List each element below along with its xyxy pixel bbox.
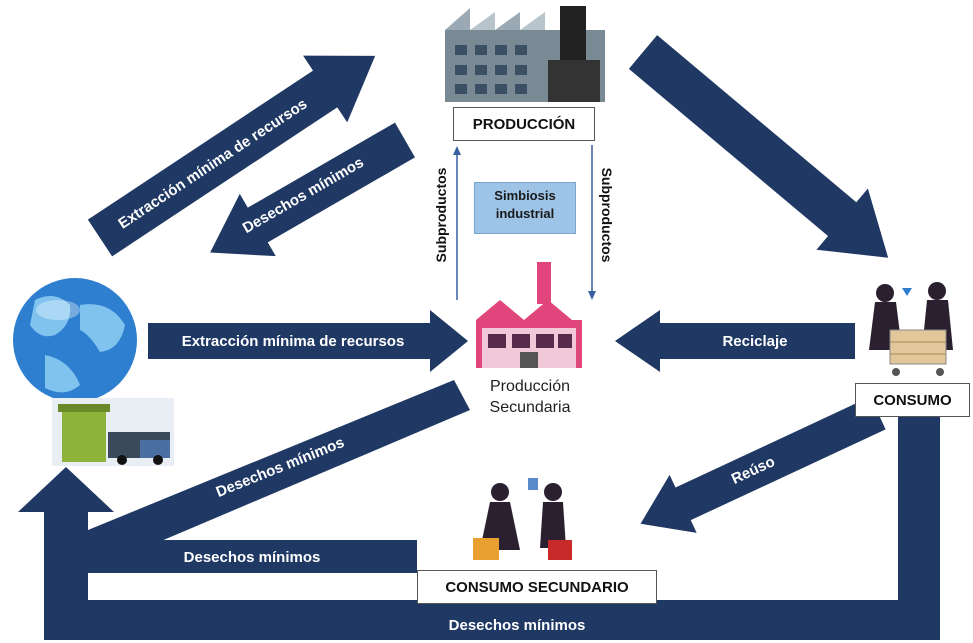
arrow-reciclaje-label: Reciclaje xyxy=(722,333,787,350)
shoppers-bags-icon xyxy=(473,478,572,560)
simbiosis-line1: Simbiosis xyxy=(494,188,556,203)
subproductos-up-arrow xyxy=(453,146,461,300)
subproductos-down-arrow xyxy=(588,145,596,300)
arrow-produccion-to-consumo xyxy=(628,35,889,258)
subproductos-right-label: Subproductos xyxy=(599,168,615,263)
produccion-secundaria-line1: Producción xyxy=(489,378,571,395)
arrow-desechos-bottom-label: Desechos mínimos xyxy=(449,617,586,634)
arrow-extraccion-horizontal: Extracción mínima de recursos xyxy=(148,310,468,372)
globe-icon xyxy=(13,278,137,402)
arrow-reuso: Reúso xyxy=(640,396,886,533)
arrow-desechos-from-consumo-secundario: Desechos mínimos xyxy=(88,540,417,573)
arrow-desechos-bottom-loop: Desechos mínimos xyxy=(18,400,940,640)
produccion-label: PRODUCCIÓN xyxy=(453,107,595,141)
consumo-secundario-label: CONSUMO SECUNDARIO xyxy=(417,570,657,604)
secondary-factory-icon xyxy=(476,262,582,368)
main-factory-icon xyxy=(445,6,605,102)
produccion-secundaria-label: Producción Secundaria xyxy=(455,376,605,418)
trash-truck-icon xyxy=(52,398,174,466)
simbiosis-industrial-box: Simbiosis industrial xyxy=(474,182,576,234)
simbiosis-line2: industrial xyxy=(495,206,555,221)
consumo-label: CONSUMO xyxy=(855,383,970,417)
produccion-secundaria-line2: Secundaria xyxy=(489,399,571,416)
arrow-reciclaje: Reciclaje xyxy=(615,310,855,372)
arrow-desechos-from-consumo-secundario-label: Desechos mínimos xyxy=(184,549,321,566)
shoppers-cart-icon xyxy=(869,282,953,376)
subproductos-left-label: Subproductos xyxy=(433,167,449,262)
arrow-extraccion-horizontal-label: Extracción mínima de recursos xyxy=(182,333,405,350)
